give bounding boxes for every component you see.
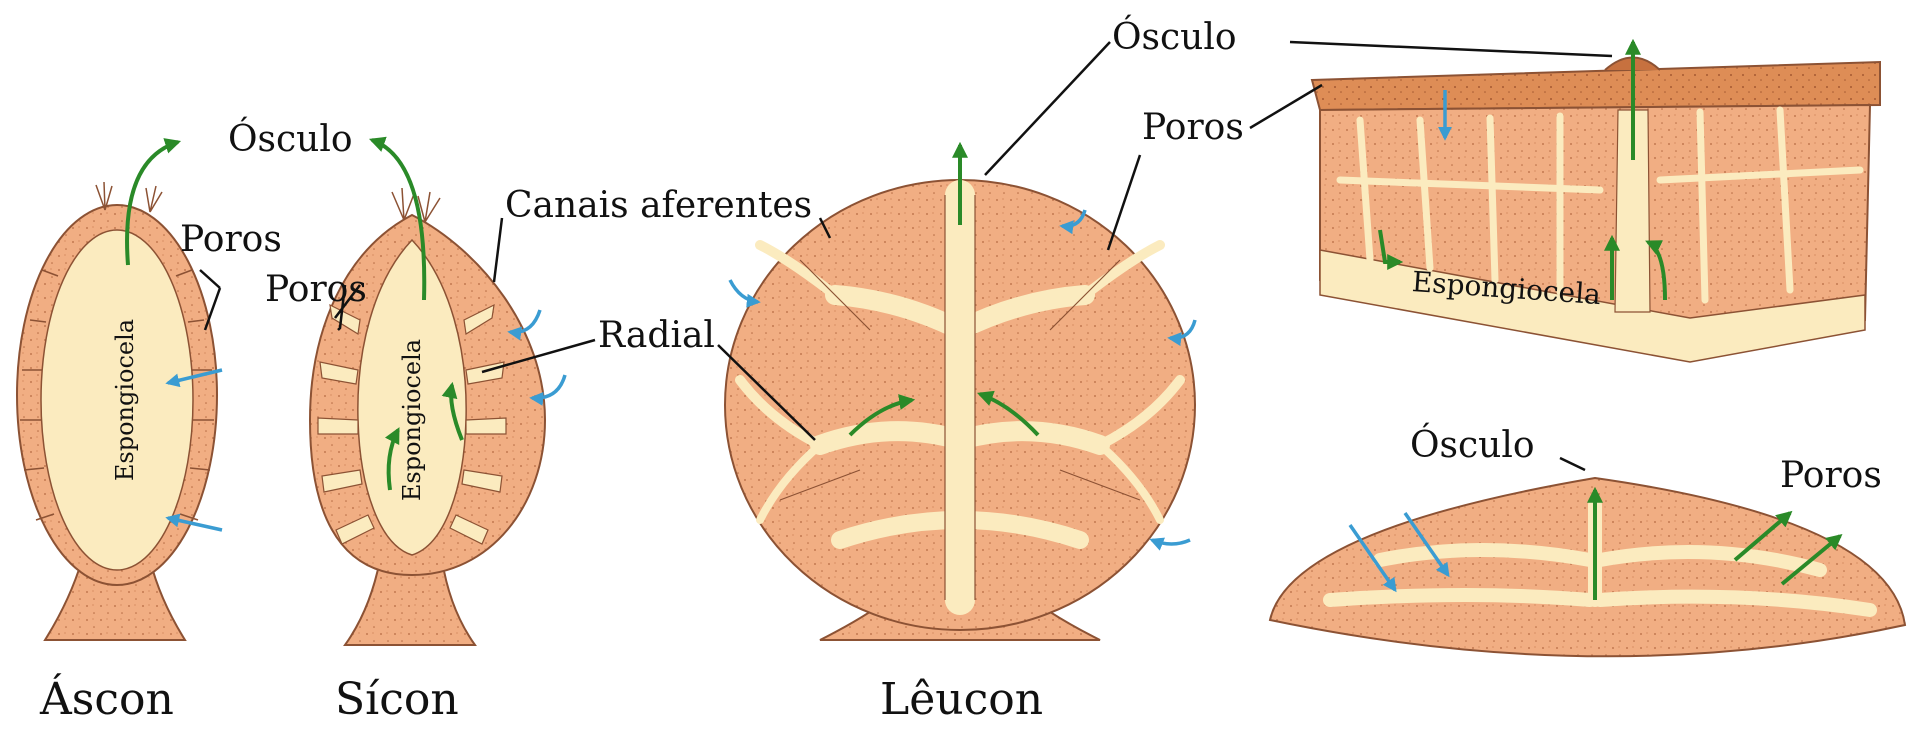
sicon-canais-aferentes-leader — [494, 218, 502, 282]
canais-aferentes-label: Canais aferentes — [505, 188, 812, 224]
leucon-osculo-label: Ósculo — [1112, 20, 1237, 56]
section-poros-label: Poros — [1780, 458, 1882, 494]
block-top-surface — [1312, 62, 1880, 110]
leucon-title: Lêucon — [880, 678, 1043, 722]
ascon-poros-leader-2 — [205, 288, 220, 330]
leucon-block-section — [1250, 42, 1880, 362]
radial-label: Radial — [598, 318, 715, 354]
section-osculo-label: Ósculo — [1410, 428, 1535, 464]
section-osculo-leader — [1560, 458, 1585, 470]
leucon-sponge — [718, 42, 1195, 640]
ascon-poros-leader-1 — [200, 270, 220, 288]
leucon-inflow-arrow-4 — [1152, 540, 1190, 544]
leucon-poros-leader — [1108, 155, 1140, 250]
ascon-osculo-label: Ósculo — [228, 122, 353, 158]
leucon-osculo-leader — [985, 42, 1110, 175]
sicon-title: Sícon — [335, 678, 459, 722]
block-osculo-leader — [1290, 42, 1612, 56]
ascon-spongocoel-label: Espongiocela — [111, 319, 139, 481]
sicon-poros-label: Poros — [265, 272, 367, 308]
sicon-spongocoel-label: Espongiocela — [398, 339, 426, 501]
ascon-title: Áscon — [40, 678, 174, 722]
leucon-poros-label: Poros — [1142, 110, 1244, 146]
block-poros-leader — [1250, 85, 1322, 128]
ascon-poros-label: Poros — [180, 222, 282, 258]
